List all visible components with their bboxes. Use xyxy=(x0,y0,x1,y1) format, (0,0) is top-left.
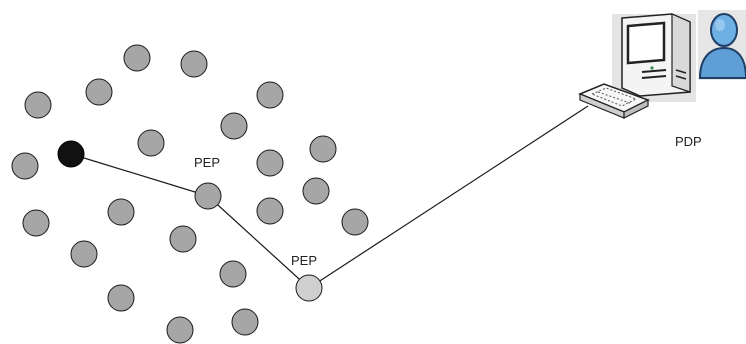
network-node xyxy=(302,177,330,205)
pep-label-bottom: PEP xyxy=(291,253,317,268)
user-person-icon xyxy=(698,10,746,80)
network-node xyxy=(256,81,284,109)
network-node xyxy=(169,225,197,253)
network-node xyxy=(137,129,165,157)
network-node xyxy=(85,78,113,106)
network-node xyxy=(309,135,337,163)
network-node xyxy=(180,50,208,78)
network-node xyxy=(220,112,248,140)
pep-node-top xyxy=(194,182,222,210)
desktop-computer-icon xyxy=(578,13,696,119)
source-node xyxy=(57,140,85,168)
nodes xyxy=(11,44,369,344)
network-node xyxy=(341,208,369,236)
link-pep-to-pep xyxy=(207,195,310,289)
links xyxy=(70,105,589,289)
network-node xyxy=(22,209,50,237)
network-node xyxy=(231,308,259,336)
network-node xyxy=(166,316,194,344)
network-node xyxy=(107,198,135,226)
link-pep-to-pdp xyxy=(308,105,589,289)
pep-node-bottom xyxy=(295,274,323,302)
network-node xyxy=(70,240,98,268)
network-node xyxy=(219,260,247,288)
pep-label-top: PEP xyxy=(194,155,220,170)
network-node xyxy=(256,149,284,177)
network-node xyxy=(123,44,151,72)
network-node xyxy=(107,284,135,312)
network-node xyxy=(24,91,52,119)
link-source-to-pep xyxy=(70,153,209,197)
pdp-label: PDP xyxy=(675,134,702,149)
network-node xyxy=(11,152,39,180)
network-node xyxy=(256,197,284,225)
